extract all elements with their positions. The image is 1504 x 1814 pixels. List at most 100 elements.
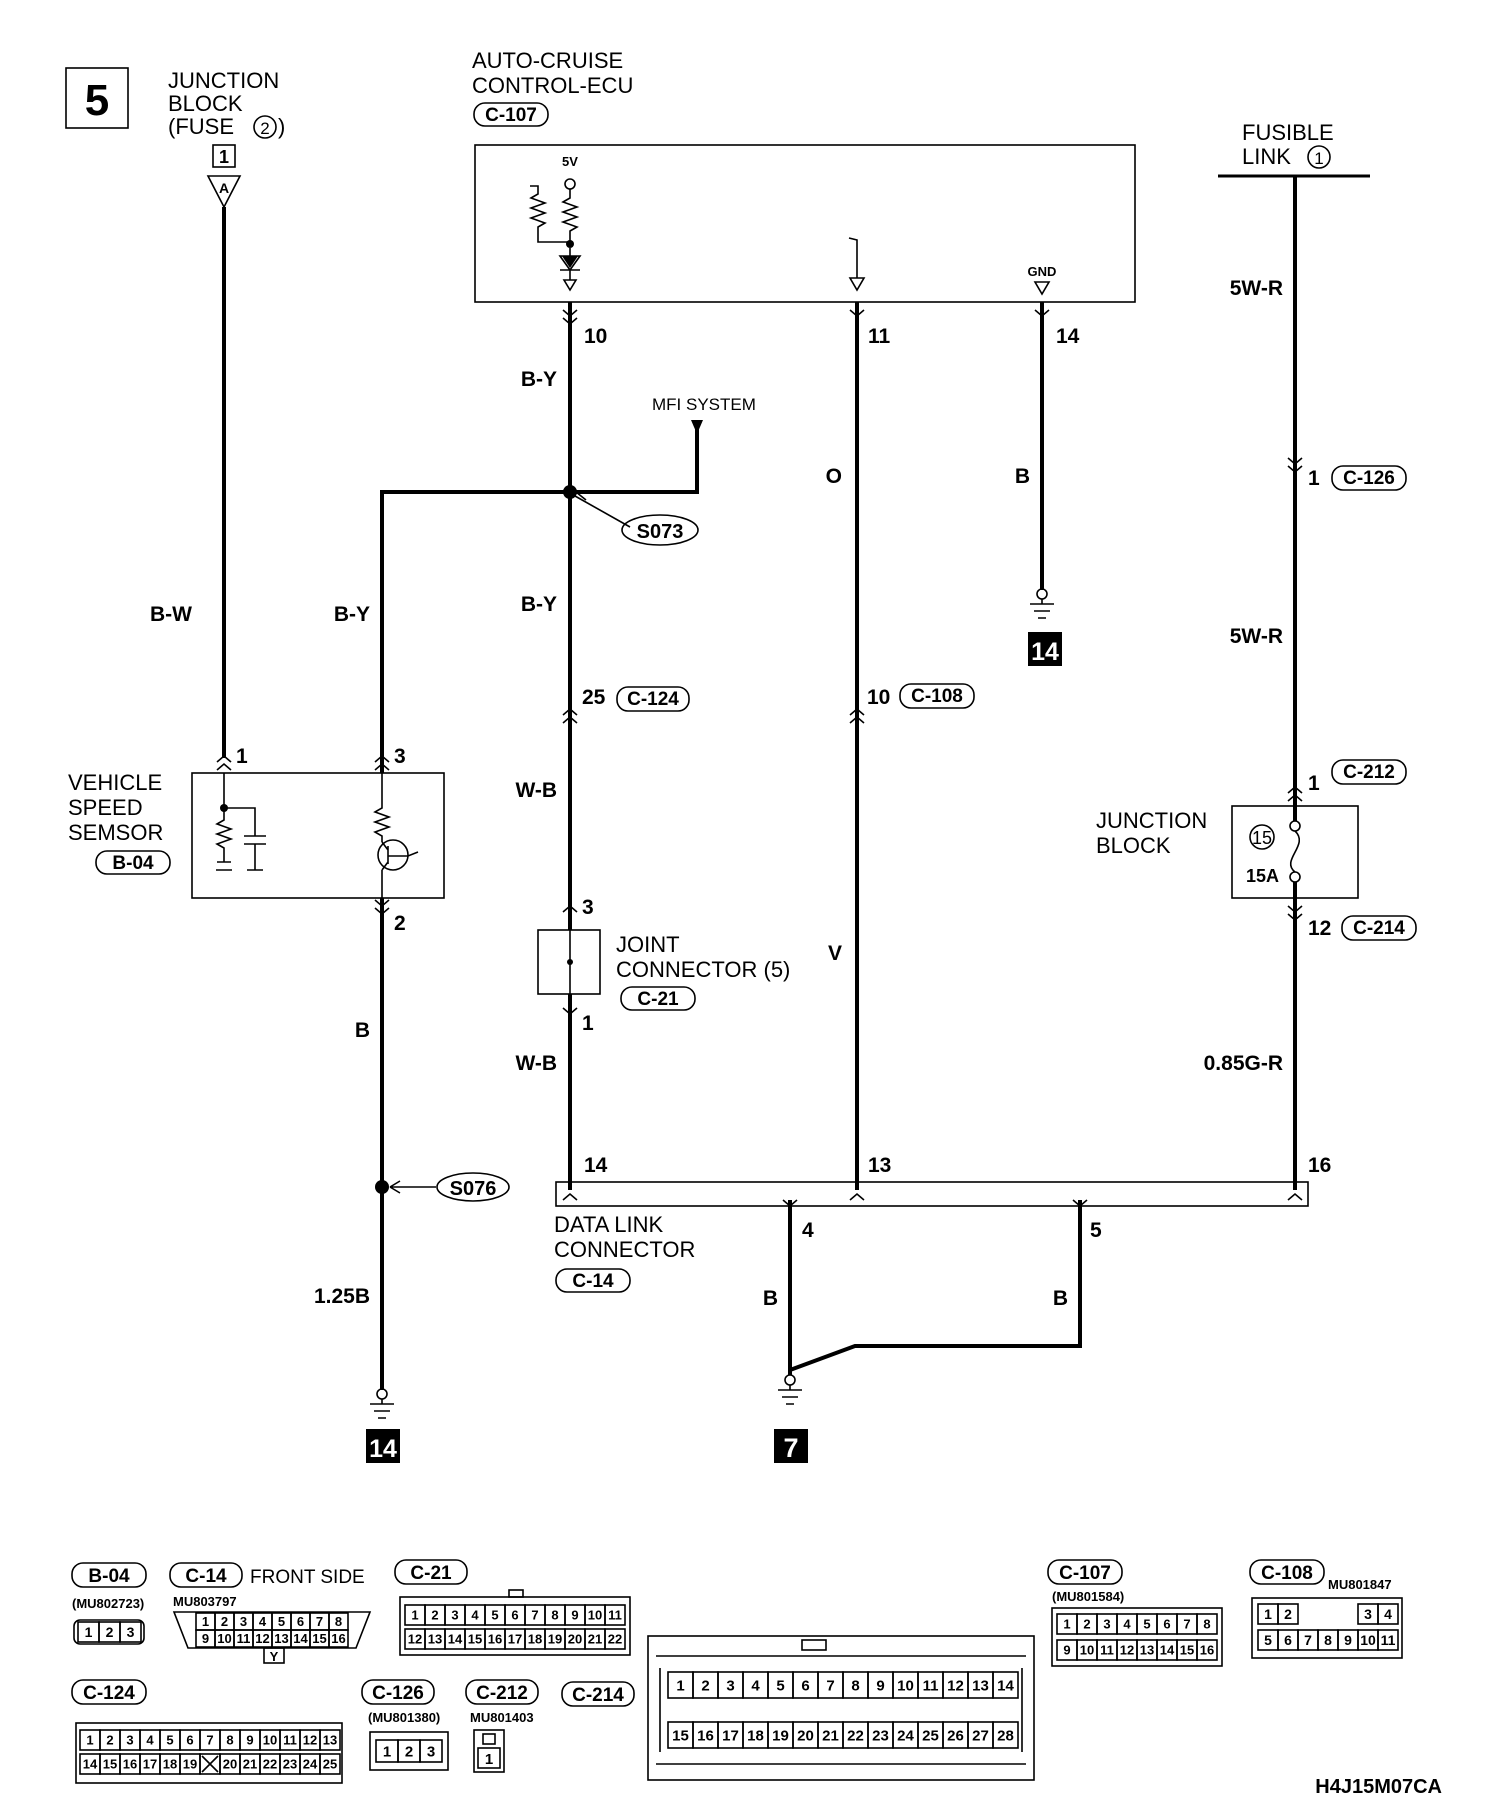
pin-number: 7 (531, 1608, 538, 1623)
pin-number: 18 (747, 1727, 764, 1744)
pin-number: 12 (303, 1733, 317, 1748)
pin-number: 22 (608, 1632, 622, 1647)
jb-fuse2-terminal: 1 (219, 147, 229, 167)
pin-number: 8 (1203, 1617, 1210, 1632)
pin-number: 12 (947, 1677, 964, 1694)
wire-by-mid: B-Y (521, 593, 557, 616)
pin-number: 25 (323, 1757, 337, 1772)
connector-c214: C-214 (1353, 918, 1405, 939)
pin-number: 16 (331, 1631, 345, 1646)
pin-number: 2 (221, 1614, 228, 1629)
pin-number: 9 (876, 1677, 884, 1694)
pin-dlc-5: 5 (1090, 1219, 1102, 1242)
pin-cell (328, 1629, 349, 1648)
pin-number: 14 (997, 1677, 1014, 1694)
pin-number: 22 (847, 1727, 864, 1744)
pin-number: 4 (751, 1677, 760, 1694)
splice-s073-dot (563, 485, 577, 499)
connector-c126: C-126 (1343, 468, 1395, 489)
wires (222, 176, 1297, 1390)
pin-number: 6 (1284, 1632, 1292, 1648)
pin-number: 5 (1264, 1632, 1272, 1648)
pin-number: 6 (186, 1733, 193, 1748)
ecu-label-1: AUTO-CRUISE (472, 48, 623, 73)
pin-number: 12 (408, 1632, 422, 1647)
pin-number: 5 (776, 1677, 784, 1694)
pin-number: 14 (293, 1631, 308, 1646)
pin-number: 7 (826, 1677, 834, 1694)
pin-number: 3 (726, 1677, 734, 1694)
ecu-gnd-arrow-icon (1033, 281, 1051, 296)
fusible-link-label-1: FUSIBLE (1242, 120, 1334, 145)
pin-number: 15 (103, 1757, 117, 1772)
vss-resistor-icon (214, 773, 234, 871)
pin-number: 7 (1183, 1617, 1190, 1632)
pin-number: 13 (274, 1631, 288, 1646)
vss-box (191, 772, 445, 899)
pin-vss-2: 2 (394, 912, 406, 935)
pin-number: 11 (608, 1608, 622, 1623)
pin-number: 19 (548, 1632, 562, 1647)
pin-dlc-16: 16 (1308, 1154, 1331, 1177)
pin-number: 19 (772, 1727, 789, 1744)
pin-number: 3 (1364, 1606, 1372, 1622)
pin-number: 2 (405, 1743, 413, 1760)
vss-connector-pill (95, 850, 171, 875)
pin-number: 22 (263, 1757, 277, 1772)
fuse-element-icon (1289, 830, 1301, 873)
pin-number: 8 (1324, 1632, 1332, 1648)
pin-number: 12 (255, 1631, 269, 1646)
pinout-c14-part: MU803797 (173, 1594, 237, 1609)
pin-number: 5 (166, 1733, 173, 1748)
pin-cell (1196, 1639, 1218, 1661)
jb-fuse2-label-3-end: ) (278, 114, 285, 139)
pin-number: 20 (797, 1727, 814, 1744)
pin-dlc-13: 13 (868, 1154, 891, 1177)
wire-wb-upper: W-B (515, 779, 557, 802)
pin-number: 20 (223, 1757, 237, 1772)
vss-transistor-leads (381, 841, 419, 898)
ground-ecu-icon (1030, 599, 1054, 619)
ecu-pin11-arrow-icon (848, 237, 866, 292)
pin-number: 14 (448, 1632, 463, 1647)
jb-label-1: JUNCTION (1096, 808, 1207, 833)
junction-block-fuse2: JUNCTION BLOCK (FUSE 2 ) 1 A (168, 68, 285, 209)
pin-number: 24 (897, 1727, 914, 1744)
fusible-link-label-2: LINK (1242, 144, 1291, 169)
pin-cell (604, 1604, 626, 1626)
pin-number: 7 (1304, 1632, 1312, 1648)
pinout-c107-part: (MU801584) (1052, 1589, 1124, 1604)
pin-number: 17 (508, 1632, 522, 1647)
pin-number: 8 (551, 1608, 558, 1623)
pin-number: 13 (1140, 1643, 1154, 1658)
ecu: AUTO-CRUISE CONTROL-ECU C-107 5V GND (472, 48, 1136, 303)
pin-number: 14 (1160, 1643, 1175, 1658)
ground-dlc: 7 (783, 1433, 798, 1463)
pin-ecu-11: 11 (868, 325, 891, 348)
wire-by-top: B-Y (521, 368, 557, 391)
pin-number: 12 (1120, 1643, 1134, 1658)
jb-fuse2-label-2: BLOCK (168, 91, 243, 116)
pin-number: 6 (297, 1614, 304, 1629)
pin-number: 2 (106, 1624, 114, 1640)
pin-cell (1196, 1613, 1218, 1635)
pin-number: 3 (1103, 1617, 1110, 1632)
pin-number: 2 (1083, 1617, 1090, 1632)
pin-number: 2 (431, 1608, 438, 1623)
pin-number: 2 (701, 1677, 709, 1694)
pin-cell (604, 1628, 626, 1650)
pin-number: 2 (106, 1733, 113, 1748)
pin-ecu-10: 10 (584, 325, 607, 348)
pin-number: 9 (246, 1733, 253, 1748)
pinout-b04-part: (MU802723) (72, 1596, 144, 1611)
pin-number: 23 (283, 1757, 297, 1772)
ecu-gnd-label: GND (1028, 264, 1057, 279)
ecu-5v-label: 5V (562, 154, 578, 169)
jc-label-2: CONNECTOR (5) (616, 957, 790, 982)
pin-number: 6 (801, 1677, 809, 1694)
connector-c212: C-212 (1343, 762, 1395, 783)
pin-number: 28 (997, 1727, 1014, 1744)
